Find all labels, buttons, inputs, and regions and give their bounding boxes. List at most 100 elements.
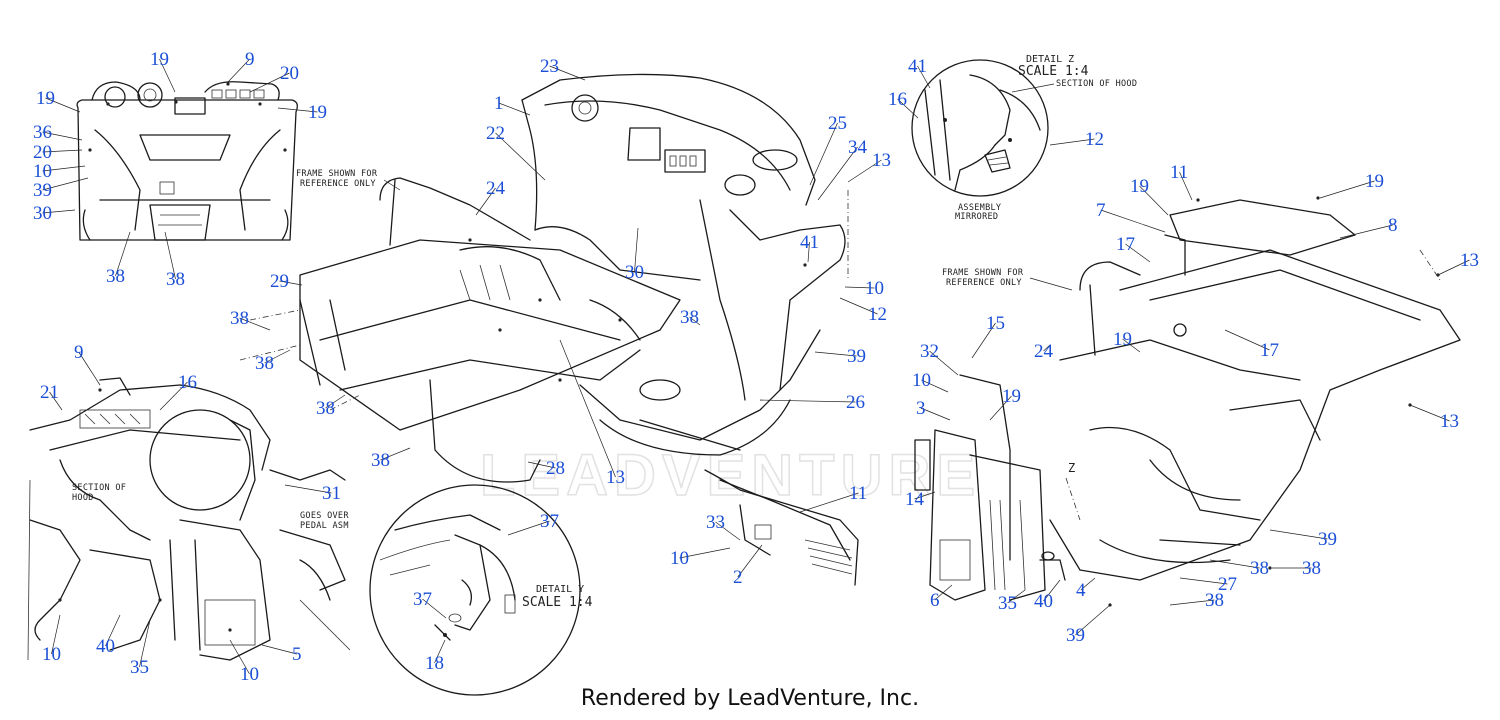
svg-text:PEDAL ASM: PEDAL ASM — [300, 521, 349, 531]
callout-label: 39 — [33, 180, 52, 201]
callout-leader — [1319, 180, 1375, 199]
main-assembly-view — [299, 73, 846, 483]
callout-label: 32 — [920, 341, 939, 362]
svg-text:SCALE 1:4: SCALE 1:4 — [1018, 64, 1089, 79]
callout-label: 35 — [998, 593, 1017, 614]
callout-leader — [159, 58, 176, 93]
callout-leader — [279, 280, 303, 286]
detail-z-marker: Z — [1068, 461, 1076, 475]
callout-label: 10 — [912, 370, 931, 391]
callout-label: 38 — [1302, 558, 1321, 579]
callout-label: 1 — [494, 93, 504, 114]
callout-label: 38 — [230, 308, 249, 329]
callout-label: 35 — [130, 657, 149, 678]
callout-leader — [689, 316, 701, 326]
callout-label: 12 — [1085, 129, 1104, 150]
callout-label: 13 — [872, 150, 891, 171]
callout-label: 19 — [1130, 176, 1149, 197]
callout-label: 38 — [1250, 558, 1269, 579]
callout-leader — [380, 447, 411, 461]
svg-text:HOOD: HOOD — [72, 493, 94, 503]
callout-leader — [844, 286, 875, 289]
callout-label: 31 — [322, 483, 341, 504]
callout-leader — [249, 72, 290, 93]
callout-leader — [507, 520, 550, 536]
frame-reference-note-1: FRAME SHOWN FOR REFERENCE ONLY — [296, 169, 401, 191]
callout-label: 38 — [316, 398, 335, 419]
callout-label: 28 — [546, 458, 565, 479]
callout-label: 38 — [1205, 590, 1224, 611]
callout-leader — [1139, 185, 1169, 216]
callout-label: 12 — [868, 304, 887, 325]
detail-y-label: DETAIL Y SCALE 1:4 — [522, 584, 593, 610]
callout-leader — [49, 391, 63, 411]
callout-label: 37 — [540, 511, 559, 532]
callout-label: 20 — [33, 142, 52, 163]
callout-label: 5 — [292, 644, 302, 665]
callout-label: 40 — [1034, 591, 1053, 612]
callout-leader — [1043, 344, 1051, 352]
section-of-hood-note: SECTION OF HOOD — [72, 483, 126, 503]
callout-label: 29 — [270, 271, 289, 292]
callout-leader — [1122, 338, 1141, 353]
callout-leader — [1409, 404, 1450, 422]
callout-label: 16 — [178, 372, 197, 393]
svg-text:DETAIL Y: DETAIL Y — [536, 584, 584, 595]
callout-label: 19 — [1365, 171, 1384, 192]
callout-label: 19 — [1002, 386, 1021, 407]
callout-label: 19 — [308, 102, 327, 123]
callout-label: 6 — [930, 590, 940, 611]
callout-leader — [1437, 259, 1470, 276]
callout-leader — [422, 598, 447, 619]
callout-leader — [229, 639, 250, 675]
callout-leader — [917, 65, 931, 89]
callout-label: 9 — [245, 49, 255, 70]
callout-label: 15 — [986, 313, 1005, 334]
detail-z-label: DETAIL Z SCALE 1:4 SECTION OF HOOD ASSEM… — [955, 54, 1137, 222]
callout-leader — [105, 614, 121, 647]
callout-label: 20 — [280, 63, 299, 84]
callout-label: 17 — [1260, 340, 1279, 361]
callout-leader — [277, 107, 318, 113]
callout-label: 3 — [916, 398, 926, 419]
callout-label: 14 — [905, 489, 925, 510]
callout-leader — [164, 231, 176, 280]
callout-label: 33 — [706, 512, 725, 533]
callout-label: 39 — [1066, 625, 1085, 646]
callout-label: 38 — [255, 353, 274, 374]
callout-label: 34 — [848, 137, 868, 158]
callout-label: 13 — [1460, 250, 1479, 271]
callout-leader — [239, 317, 271, 331]
callout-leader — [434, 639, 446, 664]
detail-z-view — [911, 59, 1049, 197]
callout-leader — [1007, 589, 1026, 604]
callout-leader — [715, 521, 741, 541]
callout-label: 38 — [680, 307, 699, 328]
callout-leader — [807, 241, 810, 263]
svg-text:MIRRORED: MIRRORED — [955, 212, 998, 222]
callout-leader — [115, 231, 131, 277]
callout-label: 11 — [849, 483, 867, 504]
callout-leader — [1169, 599, 1215, 606]
callout-label: 22 — [486, 123, 505, 144]
callout-label: 17 — [1116, 234, 1135, 255]
callout-leader — [45, 97, 81, 113]
callout-label: 41 — [908, 56, 927, 77]
callout-label: 38 — [166, 269, 185, 290]
callout-leader — [634, 227, 639, 273]
callout-label: 24 — [1034, 341, 1054, 362]
callout-label: 11 — [1170, 162, 1188, 183]
callout-label: 25 — [828, 113, 847, 134]
callout-label: 10 — [865, 278, 884, 299]
callout-leader — [549, 65, 586, 81]
callout-label: 24 — [486, 178, 506, 199]
callout-leader — [679, 547, 731, 559]
callout-leader — [1125, 243, 1151, 263]
callout-leader — [51, 614, 61, 655]
svg-text:REFERENCE ONLY: REFERENCE ONLY — [946, 278, 1022, 288]
callout-label: 36 — [33, 122, 52, 143]
callout-leader — [495, 132, 546, 181]
callout-leader — [1100, 209, 1166, 233]
goes-over-pedal-note: GOES OVER PEDAL ASM — [300, 511, 349, 531]
callout-leader — [559, 339, 616, 478]
